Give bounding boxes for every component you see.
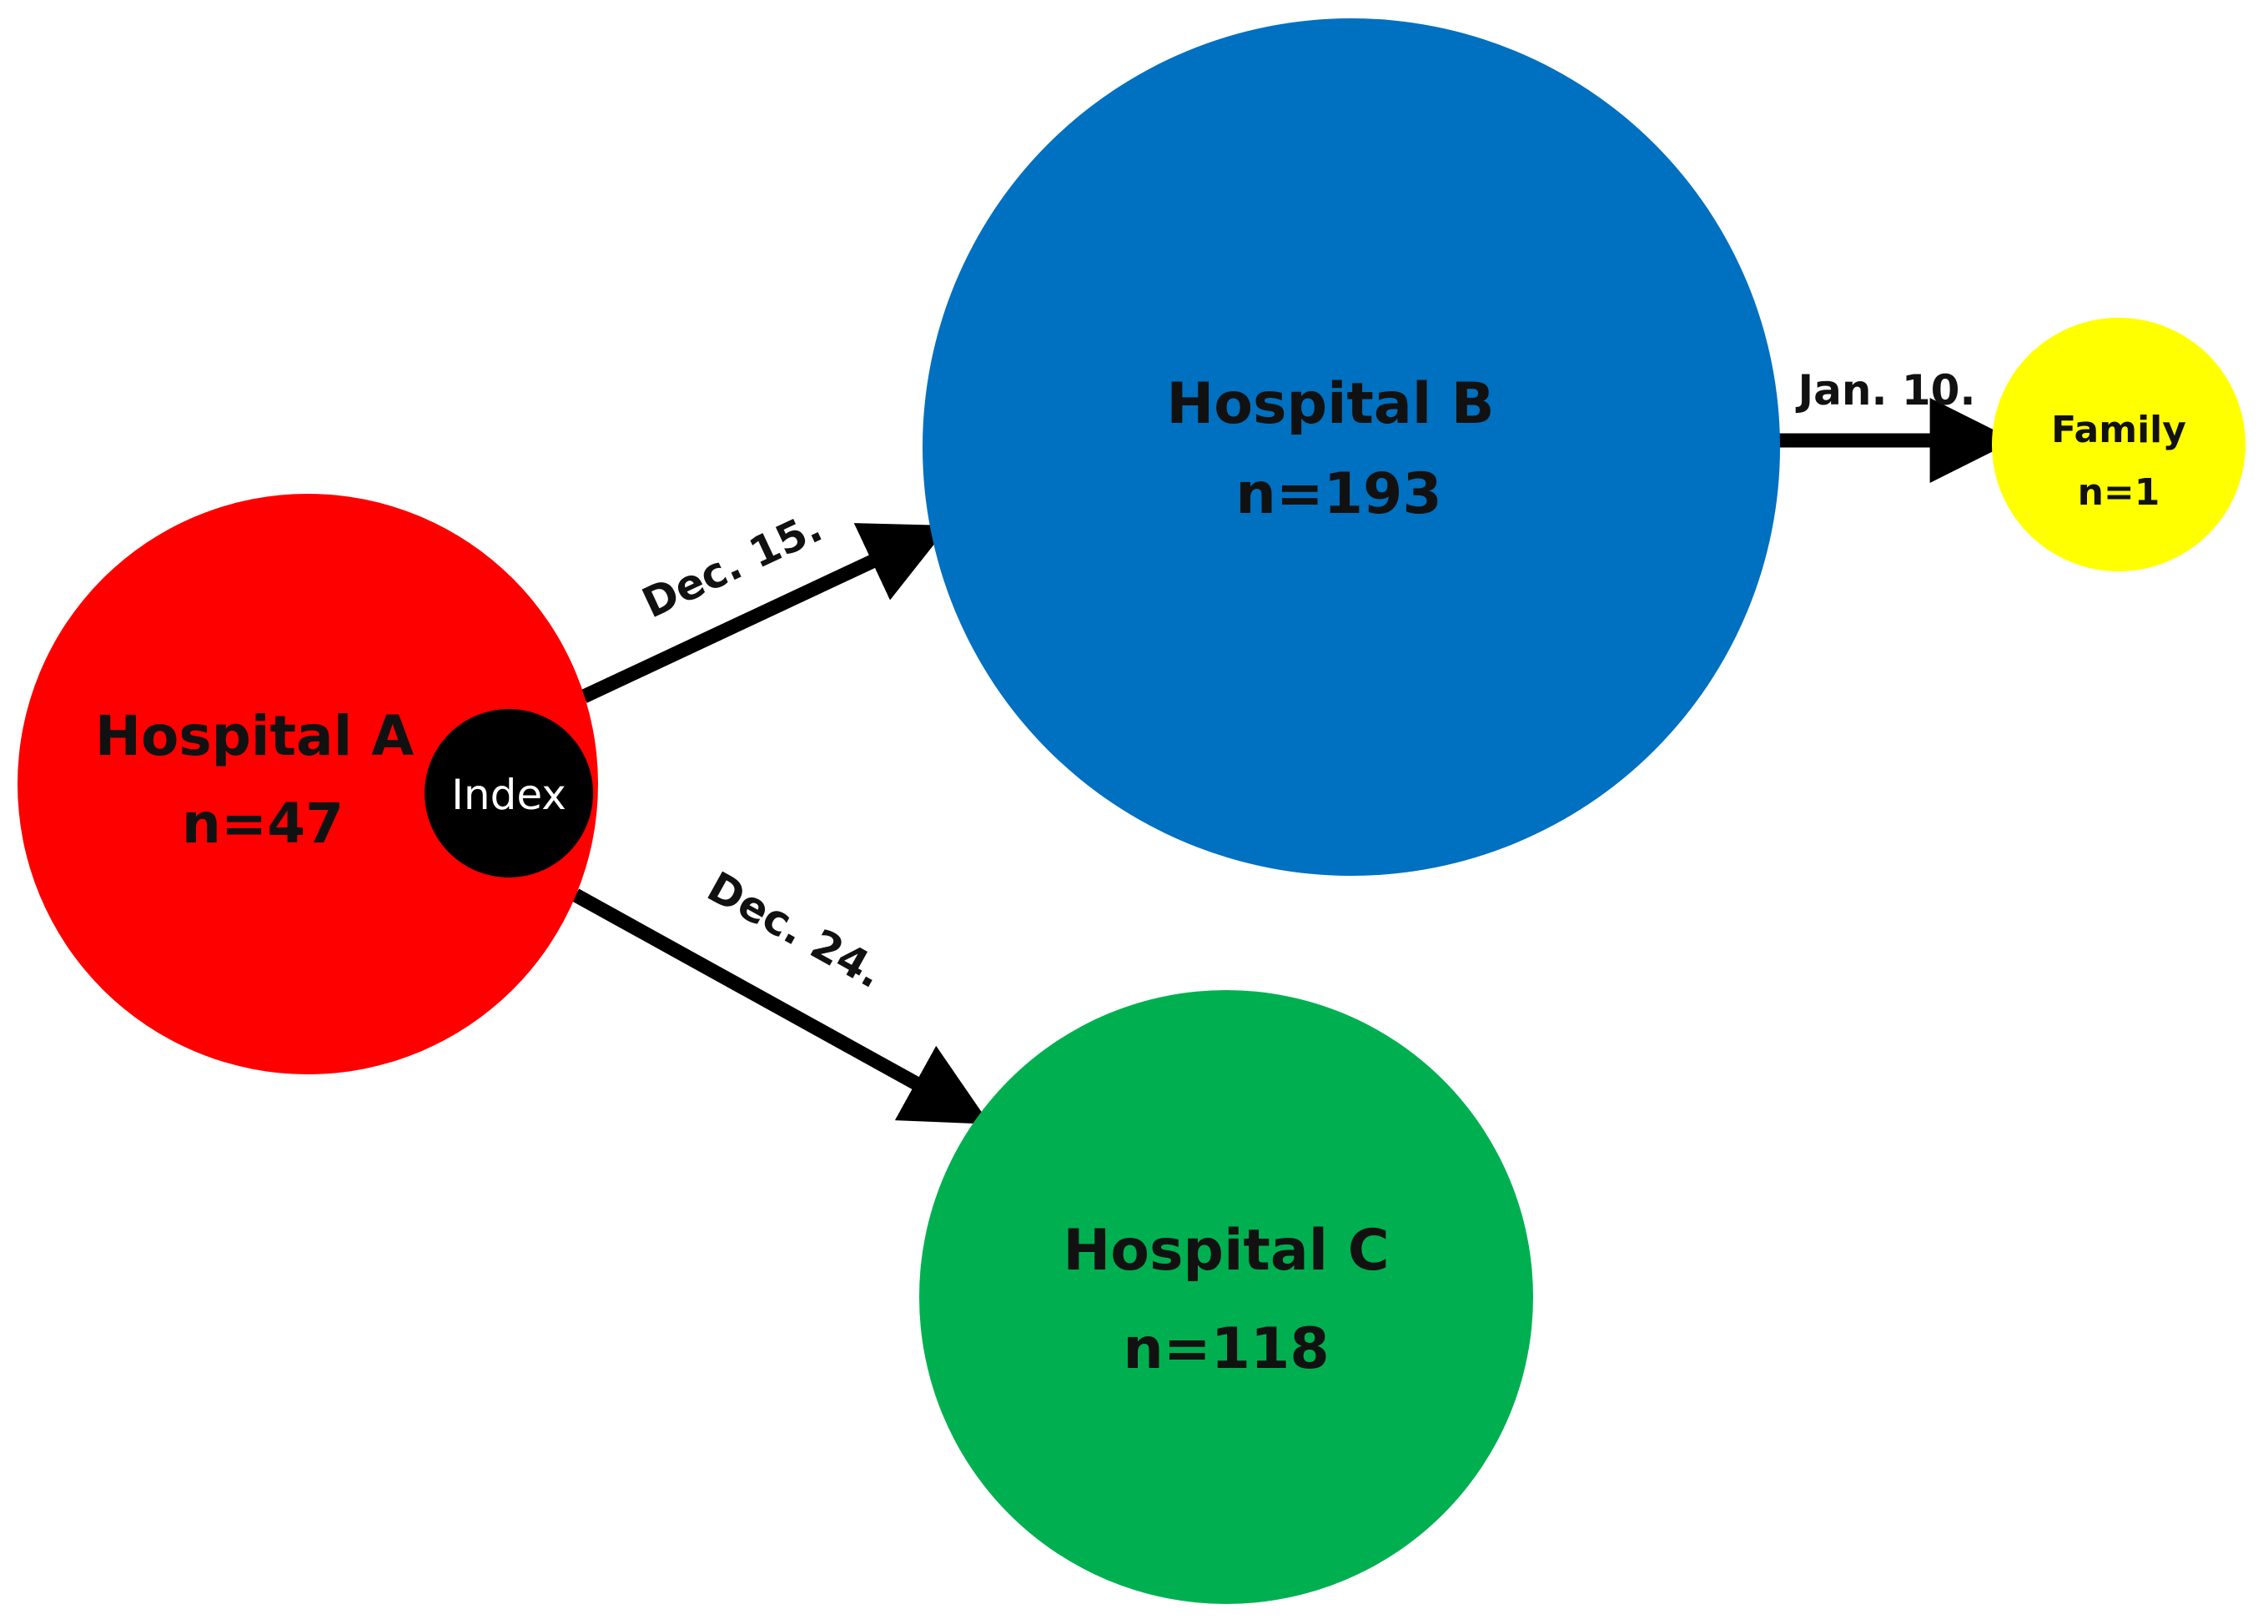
family-count: n=1 bbox=[2078, 471, 2160, 514]
family-name: Family bbox=[2051, 409, 2186, 451]
edge-a-to-c-arrow bbox=[571, 888, 990, 1124]
hospital-b-count: n=193 bbox=[1235, 461, 1441, 527]
hospital-b-node bbox=[923, 18, 1780, 876]
hospital-c-name: Hospital C bbox=[1063, 1218, 1389, 1284]
hospital-c-count: n=118 bbox=[1123, 1316, 1329, 1382]
edge-a-to-b-label: Dec. 15. bbox=[635, 503, 829, 628]
hospital-a-name: Hospital A bbox=[95, 704, 415, 768]
edge-a-to-b-arrow bbox=[581, 523, 949, 703]
hospital-a-count: n=47 bbox=[182, 792, 344, 856]
hospital-a-node bbox=[18, 494, 598, 1074]
hospital-c-node bbox=[919, 990, 1533, 1604]
index-label: Index bbox=[451, 771, 566, 819]
hospital-b-name: Hospital B bbox=[1166, 371, 1494, 437]
family-node bbox=[1992, 318, 2245, 571]
edge-b-to-family-label: Jan. 10. bbox=[1796, 366, 1976, 415]
index-node bbox=[425, 709, 593, 877]
